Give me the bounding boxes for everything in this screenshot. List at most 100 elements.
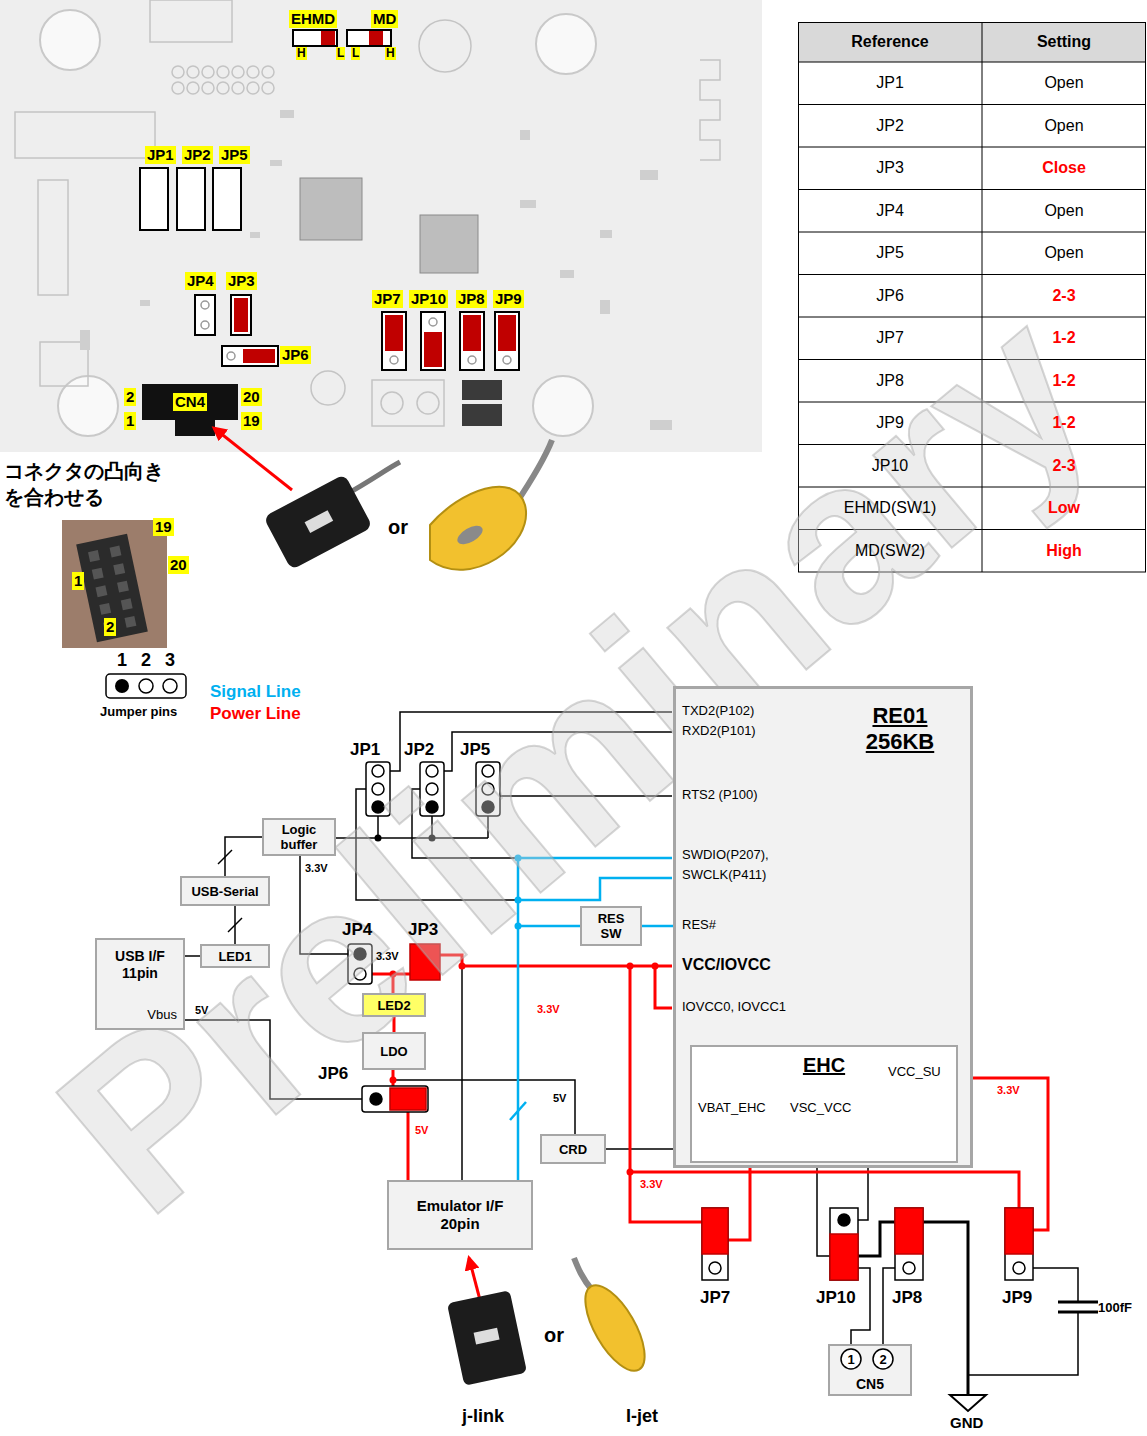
pcb-photo (40, 10, 100, 70)
junction-dot (459, 963, 466, 970)
voltage-label: 5V (195, 1004, 208, 1016)
voltage-label: 3.3V (305, 862, 328, 874)
pin-name: RXD2(P101) (682, 723, 756, 738)
jumper-symbol (426, 765, 438, 777)
table-cell: Open (982, 232, 1146, 275)
table-cell: JP1 (798, 62, 982, 105)
pcb-photo (15, 112, 155, 158)
table-cell: EHMD(SW1) (798, 487, 982, 530)
conjunction-text: or (544, 1324, 564, 1347)
jumper-symbol (476, 762, 500, 816)
power-wire (630, 1172, 1019, 1208)
settings-table (798, 189, 1146, 190)
table-cell: JP5 (798, 232, 982, 275)
connector-box: CN512 (828, 1344, 912, 1396)
pcb-photo (187, 82, 199, 94)
switch-box: RES SW (580, 906, 642, 946)
node-text: LED2 (377, 998, 410, 1013)
led-box: LED2 (362, 993, 426, 1017)
connector-line (225, 837, 262, 876)
table-cell: JP10 (798, 445, 982, 488)
signal-wire (356, 789, 518, 900)
ijet-device (574, 1276, 657, 1379)
jlink-device (447, 1290, 527, 1385)
ground-wire (923, 1222, 968, 1395)
node-text: RE01 256KB (860, 703, 940, 755)
table-cell: JP2 (798, 105, 982, 148)
pcb-photo (560, 270, 574, 278)
process-box: Logic buffer (262, 818, 336, 856)
jumper-photo (347, 30, 391, 46)
settings-table (798, 317, 1146, 318)
table-cell: 1-2 (982, 317, 1146, 360)
switch-position: H (385, 47, 396, 60)
jumper-photo (140, 168, 168, 230)
jlink-photo (263, 462, 400, 570)
switch-position: H (296, 47, 307, 60)
settings-table (798, 359, 1146, 360)
connector-photo (76, 534, 148, 643)
ground-wire (950, 1395, 986, 1411)
pcb-photo (600, 230, 612, 238)
connector-photo (121, 598, 133, 610)
pin-name: IOVCC0, IOVCC1 (682, 999, 786, 1014)
pin-circle: 2 (872, 1348, 894, 1370)
pin-number: 2 (124, 388, 136, 406)
jumper-label: JP2 (404, 740, 434, 760)
pcb-photo (232, 66, 244, 78)
conjunction-text: or (388, 516, 408, 539)
jumper-symbol (390, 1088, 426, 1110)
legend-entry: Signal Line (210, 682, 301, 702)
signal-line-blue (510, 858, 672, 1180)
table-cell: MD(SW2) (798, 530, 982, 573)
pcb-photo (202, 66, 214, 78)
signal-line-blue (518, 857, 672, 860)
jumper-label: JP10 (816, 1288, 856, 1308)
jumper-label: JP6 (280, 346, 311, 364)
regulator-box: LDO (362, 1032, 426, 1070)
jumper-cap-photo (234, 31, 516, 367)
jumper-label: JP4 (342, 920, 372, 940)
jlink-photo (345, 462, 400, 495)
connector-line (234, 906, 236, 944)
connector-photo (125, 616, 137, 628)
legend-jumper-icon (106, 674, 186, 698)
jumper-label: JP8 (892, 1288, 922, 1308)
signal-wire (300, 856, 348, 954)
legend-text: Power Line (210, 704, 301, 723)
node-text: CN5 (856, 1376, 884, 1392)
pcb-photo (381, 392, 403, 414)
settings-table (798, 487, 1146, 488)
jumper-label: JP5 (219, 146, 250, 164)
legend-text: Signal Line (210, 682, 301, 701)
interface-box: Emulator I/F 20pin (387, 1180, 533, 1250)
jumper-symbol (348, 944, 372, 984)
table-cell: JP6 (798, 275, 982, 318)
settings-table (798, 62, 1146, 63)
jlink-device (447, 1290, 527, 1385)
node-text: LDO (380, 1044, 407, 1059)
legend-entry: Power Line (210, 704, 301, 724)
jumper-symbol (426, 783, 438, 795)
jumper-symbol (482, 801, 494, 813)
jumper-label: JP3 (226, 272, 257, 290)
ijet-photo (430, 487, 526, 570)
pin-circle-shape (873, 1349, 893, 1369)
table-cell: 1-2 (982, 360, 1146, 403)
ijet-device (574, 1258, 657, 1380)
settings-table (798, 104, 1146, 105)
signal-wire (968, 1312, 1078, 1375)
settings-table (798, 444, 1146, 445)
signal-wire (817, 1163, 830, 1256)
table-cell: JP7 (798, 317, 982, 360)
voltage-label: 3.3V (640, 1178, 663, 1190)
jumper-pin-photo (390, 356, 398, 364)
settings-table (798, 22, 1146, 62)
diode-box: CRD (540, 1134, 606, 1164)
connector-photo (96, 585, 108, 597)
power-wire (655, 966, 672, 1008)
pcb-photo (462, 404, 502, 426)
table-cell: JP4 (798, 190, 982, 233)
ground-wire (1058, 1301, 1098, 1304)
jumper-symbol (903, 1262, 915, 1274)
